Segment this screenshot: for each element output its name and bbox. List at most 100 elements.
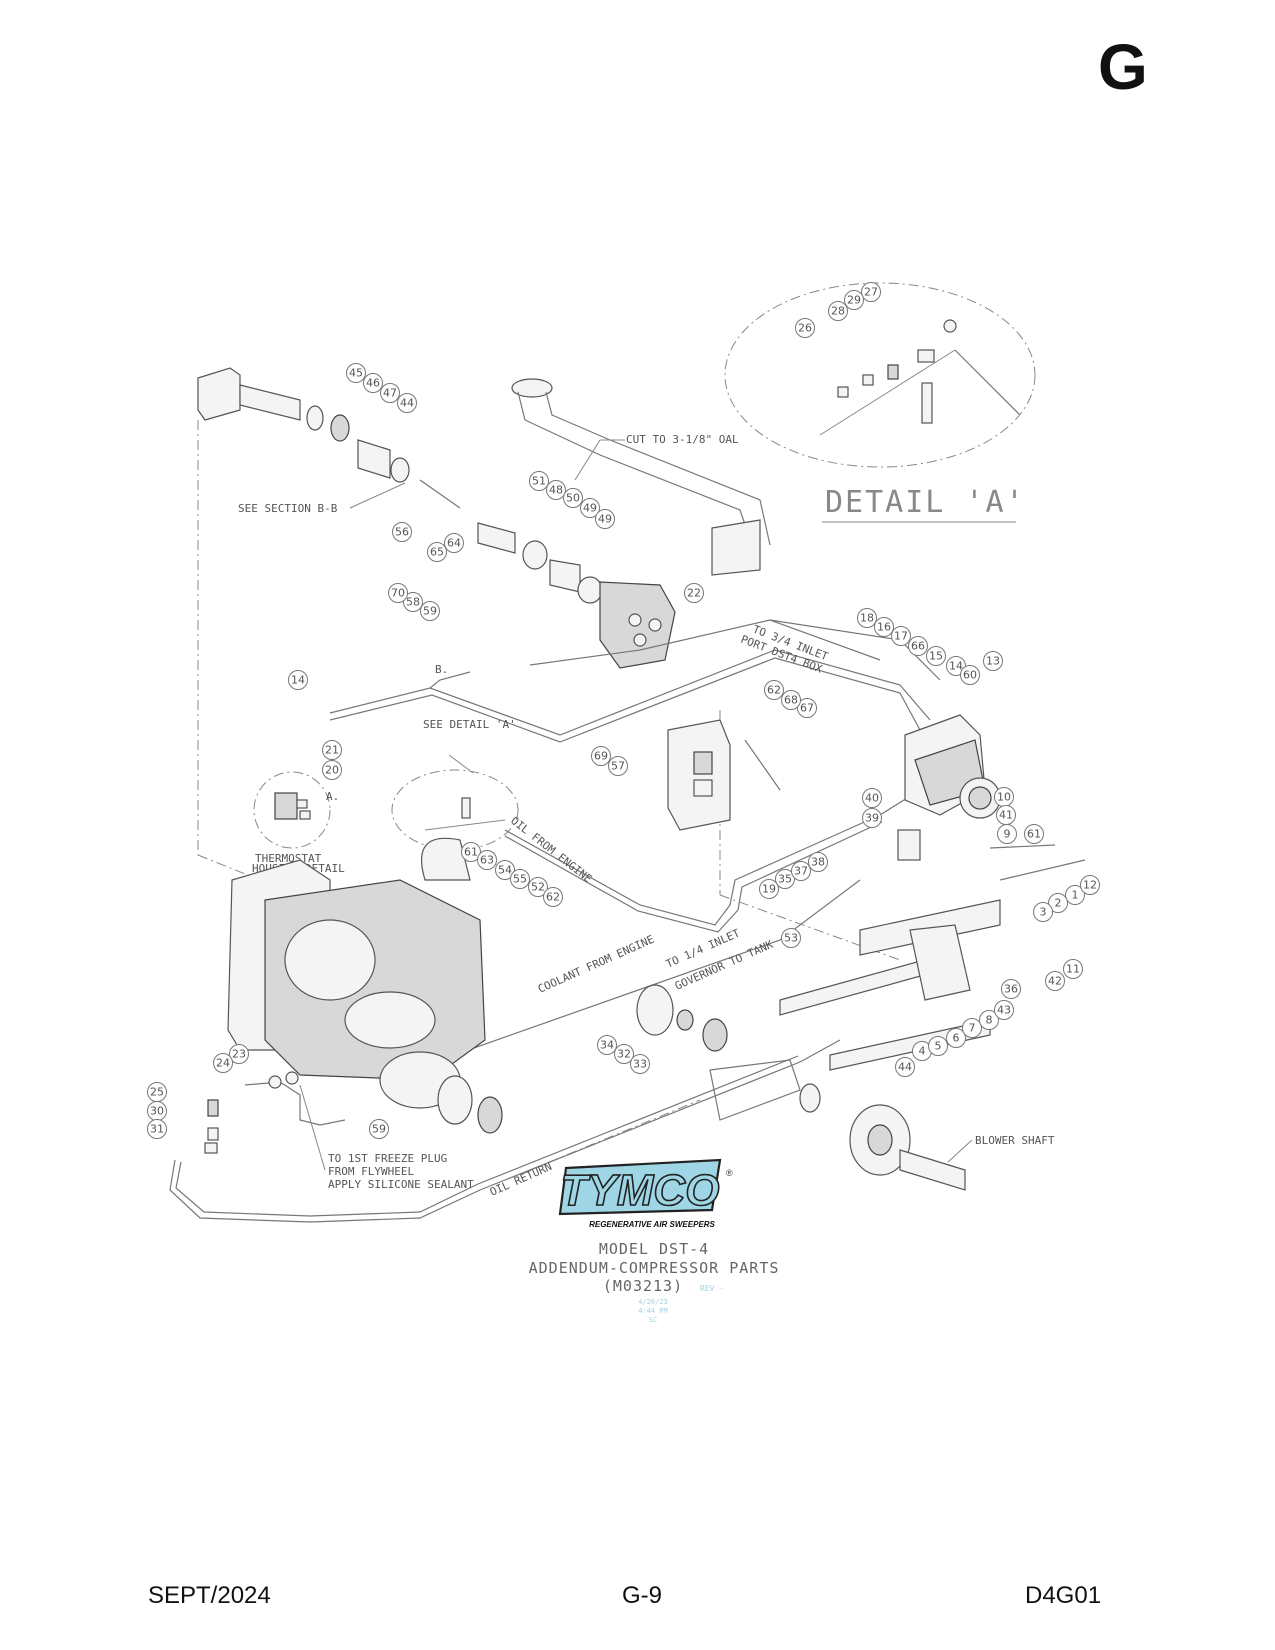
label-blower-shaft: BLOWER SHAFT bbox=[975, 1134, 1055, 1147]
callout-3: 3 bbox=[1040, 906, 1047, 919]
callout-circle-65 bbox=[427, 542, 447, 562]
callout-14: 14 bbox=[949, 660, 963, 673]
logo-registered: ® bbox=[726, 1168, 733, 1178]
callout-24: 24 bbox=[216, 1057, 230, 1070]
callout-circle-51 bbox=[529, 471, 549, 491]
callout-circle-49 bbox=[580, 498, 600, 518]
callout-44: 44 bbox=[400, 397, 414, 410]
callout-circle-60 bbox=[960, 665, 980, 685]
callout-circle-37 bbox=[791, 861, 811, 881]
stamp-date: 4/26/23 bbox=[638, 1298, 668, 1306]
callout-25: 25 bbox=[150, 1086, 164, 1099]
callout-circle-54 bbox=[495, 860, 515, 880]
stamp-time: 4:44 PM bbox=[638, 1307, 668, 1315]
callout-circle-69 bbox=[591, 746, 611, 766]
callout-39: 39 bbox=[865, 812, 879, 825]
callout-4: 4 bbox=[919, 1045, 926, 1058]
callout-circle-41 bbox=[996, 805, 1016, 825]
callout-circle-12 bbox=[1080, 875, 1100, 895]
callout-circle-61 bbox=[461, 842, 481, 862]
callout-circle-62 bbox=[543, 887, 563, 907]
callout-circle-26 bbox=[795, 318, 815, 338]
callout-circle-1 bbox=[1065, 885, 1085, 905]
callout-22: 22 bbox=[687, 587, 701, 600]
callout-circle-16 bbox=[874, 617, 894, 637]
callout-64: 64 bbox=[447, 537, 461, 550]
footer-page-number: G-9 bbox=[622, 1582, 663, 1609]
marker-a: A. bbox=[326, 790, 339, 803]
callout-43: 43 bbox=[997, 1004, 1011, 1017]
callout-circle-55 bbox=[510, 869, 530, 889]
callout-17: 17 bbox=[894, 630, 908, 643]
callout-30: 30 bbox=[150, 1105, 164, 1118]
callout-8: 8 bbox=[986, 1014, 993, 1027]
label-cut-to: CUT TO 3-1/8" OAL bbox=[626, 433, 739, 446]
callout-70: 70 bbox=[391, 587, 405, 600]
callout-circle-62 bbox=[764, 680, 784, 700]
callout-7: 7 bbox=[969, 1022, 976, 1035]
callout-circle-27 bbox=[861, 282, 881, 302]
callout-18: 18 bbox=[860, 612, 874, 625]
callout-61: 61 bbox=[1027, 828, 1041, 841]
callout-circle-33 bbox=[630, 1054, 650, 1074]
callout-circle-40 bbox=[862, 788, 882, 808]
callout-circle-52 bbox=[528, 877, 548, 897]
callout-62: 62 bbox=[767, 684, 781, 697]
callout-1: 1 bbox=[1072, 889, 1079, 902]
callout-5: 5 bbox=[935, 1040, 942, 1053]
callout-circle-63 bbox=[477, 850, 497, 870]
callout-20: 20 bbox=[325, 764, 339, 777]
callout-11: 11 bbox=[1066, 963, 1080, 976]
footer-date: SEPT/2024 bbox=[148, 1582, 271, 1609]
fittings-lower-left bbox=[204, 1071, 299, 1154]
callout-2: 2 bbox=[1055, 897, 1062, 910]
callout-14: 14 bbox=[291, 674, 305, 687]
callout-circle-61 bbox=[1024, 824, 1044, 844]
callout-38: 38 bbox=[811, 856, 825, 869]
callout-circle-53 bbox=[781, 928, 801, 948]
detail-a-view: DETAIL 'A' bbox=[724, 282, 1036, 523]
callout-circle-56 bbox=[392, 522, 412, 542]
callout-circle-21 bbox=[322, 740, 342, 760]
callout-circle-57 bbox=[608, 756, 628, 776]
label-coolant-from-engine: COOLANT FROM ENGINE bbox=[536, 933, 656, 996]
callout-circle-68 bbox=[781, 690, 801, 710]
callout-circle-58 bbox=[403, 592, 423, 612]
callout-16: 16 bbox=[877, 621, 891, 634]
callout-59: 59 bbox=[372, 1123, 386, 1136]
callout-circle-31 bbox=[147, 1119, 167, 1139]
model-label: MODEL DST-4 bbox=[599, 1240, 709, 1258]
callout-circle-7 bbox=[962, 1018, 982, 1038]
callout-49: 49 bbox=[598, 513, 612, 526]
callout-circle-50 bbox=[563, 488, 583, 508]
drawing-number: (M03213) bbox=[603, 1277, 683, 1295]
callout-circle-59 bbox=[369, 1119, 389, 1139]
callout-49: 49 bbox=[583, 502, 597, 515]
callout-15: 15 bbox=[929, 650, 943, 663]
callout-45: 45 bbox=[349, 367, 363, 380]
callout-55: 55 bbox=[513, 873, 527, 886]
callout-42: 42 bbox=[1048, 975, 1062, 988]
callout-circle-43 bbox=[994, 1000, 1014, 1020]
callout-58: 58 bbox=[406, 596, 420, 609]
callout-53: 53 bbox=[784, 932, 798, 945]
callout-35: 35 bbox=[778, 873, 792, 886]
callout-44: 44 bbox=[898, 1061, 912, 1074]
callout-61: 61 bbox=[464, 846, 478, 859]
callout-circle-39 bbox=[862, 808, 882, 828]
belt-pulleys bbox=[636, 984, 966, 1191]
logo-text: TYMCO bbox=[561, 1166, 720, 1215]
callout-12: 12 bbox=[1083, 879, 1097, 892]
callout-60: 60 bbox=[963, 669, 977, 682]
callout-59: 59 bbox=[423, 605, 437, 618]
callout-circle-64 bbox=[444, 533, 464, 553]
callout-circle-46 bbox=[363, 373, 383, 393]
callout-circle-38 bbox=[808, 852, 828, 872]
label-freeze-2: FROM FLYWHEEL bbox=[328, 1165, 414, 1178]
callout-circle-66 bbox=[908, 636, 928, 656]
callout-circle-19 bbox=[759, 879, 779, 899]
callout-32: 32 bbox=[617, 1048, 631, 1061]
stamp-initials: SC bbox=[649, 1316, 657, 1324]
description-label: ADDENDUM-COMPRESSOR PARTS bbox=[529, 1259, 780, 1277]
